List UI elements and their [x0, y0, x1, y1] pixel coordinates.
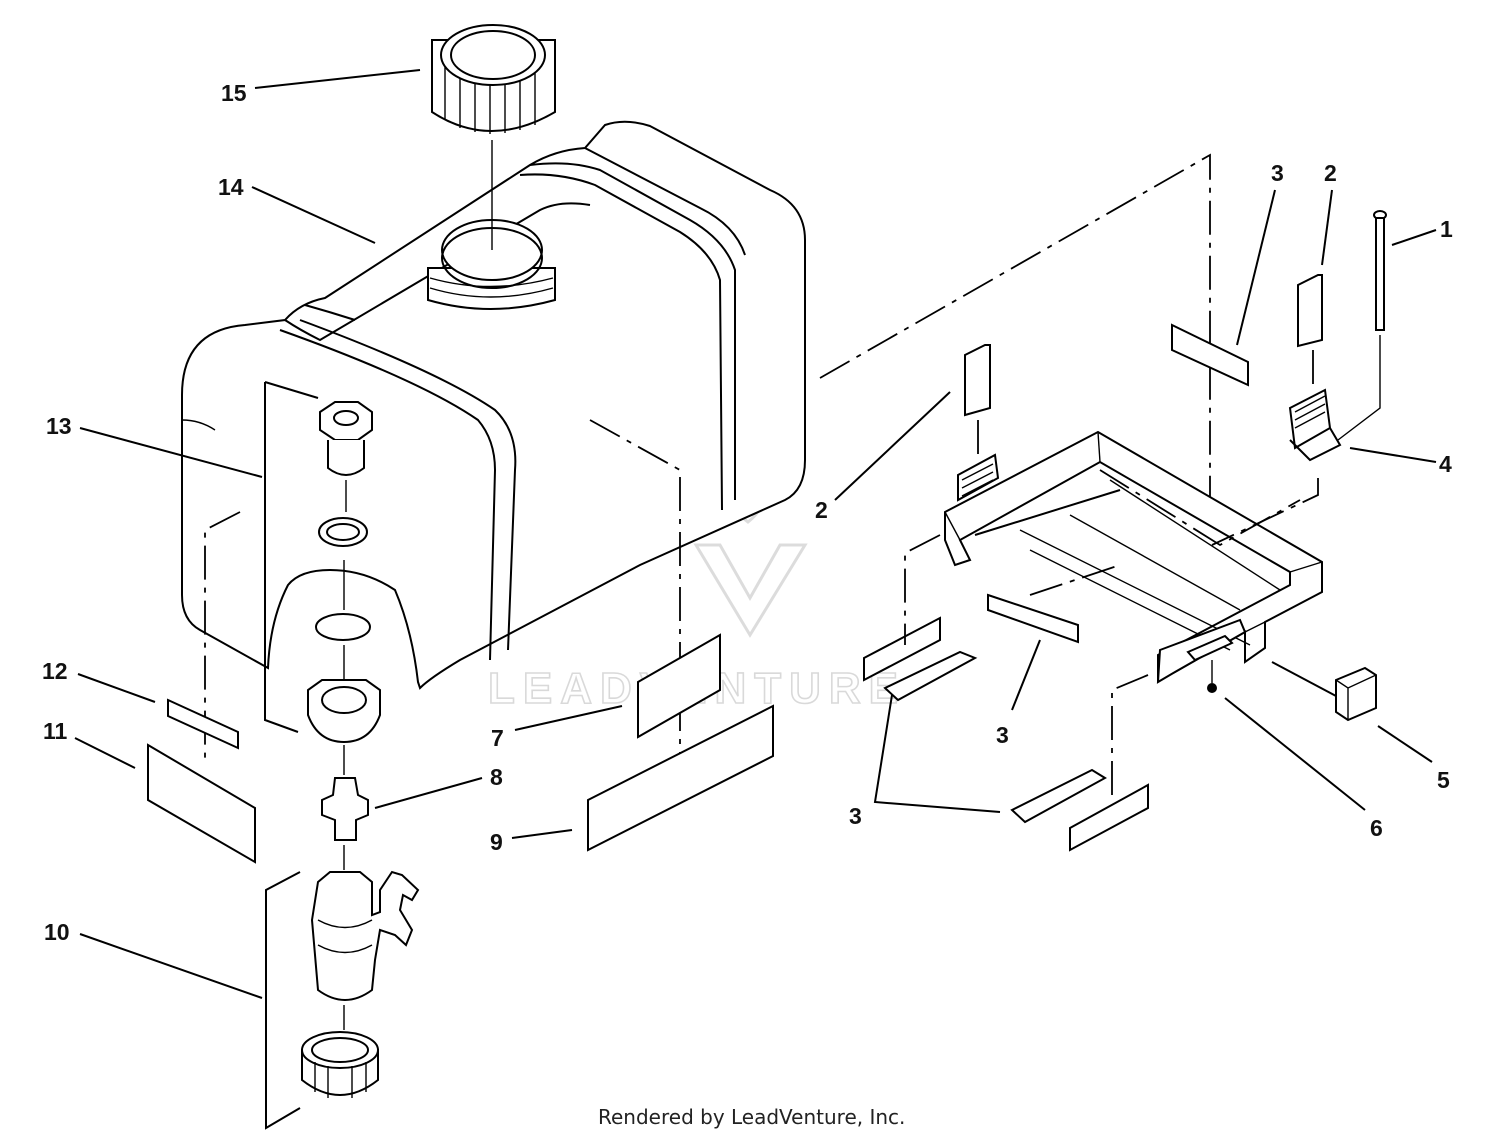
tank-outlet-hole [315, 613, 371, 641]
pad-3-left-b [883, 650, 978, 702]
callout-14: 14 [218, 174, 244, 200]
leader-lines [74, 69, 1437, 999]
callout-13: 13 [46, 413, 72, 439]
plug-fitting [319, 401, 373, 476]
callout-15: 15 [221, 80, 247, 106]
shutoff-valve-10 [310, 870, 420, 1001]
end-cap-5 [1335, 666, 1377, 722]
nut-6 [1207, 683, 1217, 693]
mounting-tray [944, 430, 1323, 684]
callout-3-center: 3 [996, 722, 1009, 748]
fuel-tank [181, 120, 806, 690]
callout-3-bottom: 3 [849, 803, 862, 829]
decal-9 [587, 704, 774, 852]
callout-7: 7 [491, 725, 504, 751]
callout-4: 4 [1439, 451, 1452, 477]
callout-labels: 15 14 13 12 11 10 7 8 9 3 2 1 2 4 3 5 3 … [42, 80, 1453, 945]
callout-9: 9 [490, 829, 503, 855]
clip-2-right [1288, 274, 1342, 462]
callout-11: 11 [43, 718, 68, 744]
bulkhead-nut [307, 679, 381, 744]
callout-3-top: 3 [1271, 160, 1284, 186]
pad-3-top [1171, 323, 1249, 387]
hose-cap [301, 1031, 379, 1098]
callout-5: 5 [1437, 767, 1450, 793]
callout-6: 6 [1370, 815, 1383, 841]
pad-3-left-a [863, 616, 941, 682]
decal-11 [147, 743, 256, 864]
callout-1: 1 [1440, 216, 1453, 242]
decal-12 [167, 698, 239, 750]
callout-2-left: 2 [815, 497, 828, 523]
bracket-13 [264, 382, 299, 733]
pad-3-bottom-a [1010, 768, 1107, 824]
callout-8: 8 [490, 764, 503, 790]
bracket-10 [265, 871, 301, 1130]
bolt-1 [1373, 210, 1387, 331]
fuel-cap [431, 24, 556, 134]
decal-7 [637, 633, 721, 739]
callout-12: 12 [42, 658, 68, 684]
footer-credit: Rendered by LeadVenture, Inc. [598, 1105, 905, 1129]
pad-3-center [987, 593, 1079, 644]
nipple-fitting-8 [321, 777, 369, 841]
callout-10: 10 [44, 919, 70, 945]
clip-2-left [957, 344, 1000, 502]
callout-2-right: 2 [1324, 160, 1337, 186]
pad-3-bottom-b [1069, 783, 1149, 852]
gasket-ring [318, 517, 368, 547]
